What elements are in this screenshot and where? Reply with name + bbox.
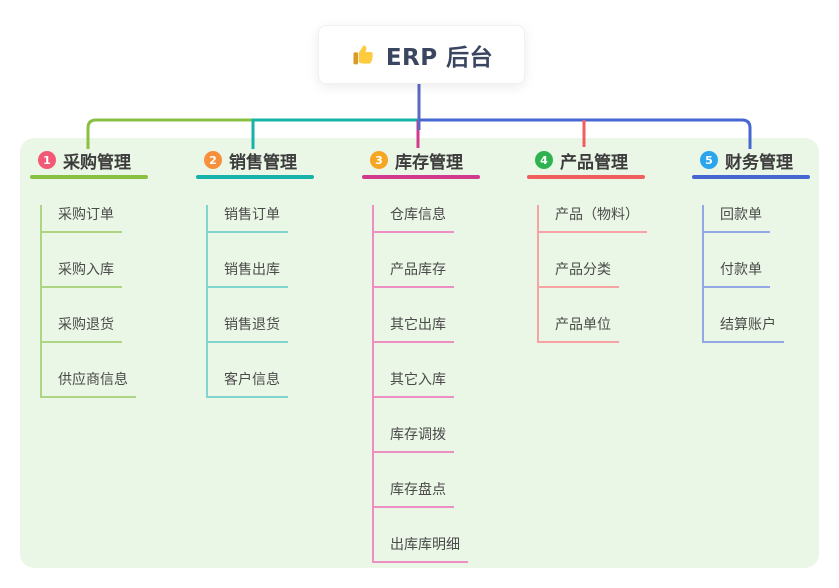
branch-number-badge: 4: [535, 151, 553, 169]
child-item[interactable]: 其它出库: [374, 315, 454, 343]
child-item[interactable]: 采购订单: [42, 205, 122, 233]
branch-underline: [362, 175, 480, 179]
child-item[interactable]: 仓库信息: [374, 205, 454, 233]
branch-inventory-title[interactable]: 3 库存管理: [362, 147, 480, 173]
branch-sales: 2 销售管理 销售订单 销售出库 销售退货 客户信息: [196, 147, 314, 398]
branch-number-badge: 1: [38, 151, 56, 169]
branch-underline: [527, 175, 645, 179]
branch-finance: 5 财务管理 回款单 付款单 结算账户: [692, 147, 810, 343]
branch-sales-title[interactable]: 2 销售管理: [196, 147, 314, 173]
child-item[interactable]: 产品分类: [539, 260, 619, 288]
child-item[interactable]: 回款单: [704, 205, 770, 233]
child-item[interactable]: 销售退货: [208, 315, 288, 343]
child-item[interactable]: 采购入库: [42, 260, 122, 288]
branch-product-title[interactable]: 4 产品管理: [527, 147, 645, 173]
child-item[interactable]: 库存调拨: [374, 425, 454, 453]
branch-underline: [30, 175, 148, 179]
child-item[interactable]: 供应商信息: [42, 370, 136, 398]
child-item[interactable]: 结算账户: [704, 315, 784, 343]
branch-children: 产品（物料） 产品分类 产品单位: [537, 205, 647, 343]
child-item[interactable]: 销售出库: [208, 260, 288, 288]
child-item[interactable]: 采购退货: [42, 315, 122, 343]
branches-panel: [20, 138, 819, 568]
thumbs-up-icon: [350, 42, 376, 68]
child-item[interactable]: 产品库存: [374, 260, 454, 288]
branch-label: 产品管理: [560, 152, 628, 173]
branch-number-badge: 3: [370, 151, 388, 169]
branch-children: 仓库信息 产品库存 其它出库 其它入库 库存调拨 库存盘点 出库库明细: [372, 205, 480, 563]
branch-finance-title[interactable]: 5 财务管理: [692, 147, 810, 173]
branch-children: 采购订单 采购入库 采购退货 供应商信息: [40, 205, 148, 398]
branch-children: 回款单 付款单 结算账户: [702, 205, 810, 343]
branch-inventory: 3 库存管理 仓库信息 产品库存 其它出库 其它入库 库存调拨 库存盘点 出库库…: [362, 147, 480, 563]
branch-underline: [692, 175, 810, 179]
child-item[interactable]: 出库库明细: [374, 535, 468, 563]
branch-underline: [196, 175, 314, 179]
child-item[interactable]: 库存盘点: [374, 480, 454, 508]
branch-purchase: 1 采购管理 采购订单 采购入库 采购退货 供应商信息: [30, 147, 148, 398]
child-item[interactable]: 其它入库: [374, 370, 454, 398]
branch-product: 4 产品管理 产品（物料） 产品分类 产品单位: [527, 147, 647, 343]
branch-label: 财务管理: [725, 152, 793, 173]
root-label: ERP 后台: [385, 44, 494, 71]
child-item[interactable]: 产品单位: [539, 315, 619, 343]
branch-number-badge: 5: [700, 151, 718, 169]
child-item[interactable]: 客户信息: [208, 370, 288, 398]
root-node[interactable]: ERP 后台: [318, 25, 525, 84]
child-item[interactable]: 产品（物料）: [539, 205, 647, 233]
branch-number-badge: 2: [204, 151, 222, 169]
branch-label: 采购管理: [63, 152, 131, 173]
child-item[interactable]: 销售订单: [208, 205, 288, 233]
branch-children: 销售订单 销售出库 销售退货 客户信息: [206, 205, 314, 398]
branch-label: 库存管理: [395, 152, 463, 173]
branch-label: 销售管理: [229, 152, 297, 173]
child-item[interactable]: 付款单: [704, 260, 770, 288]
branch-purchase-title[interactable]: 1 采购管理: [30, 147, 148, 173]
